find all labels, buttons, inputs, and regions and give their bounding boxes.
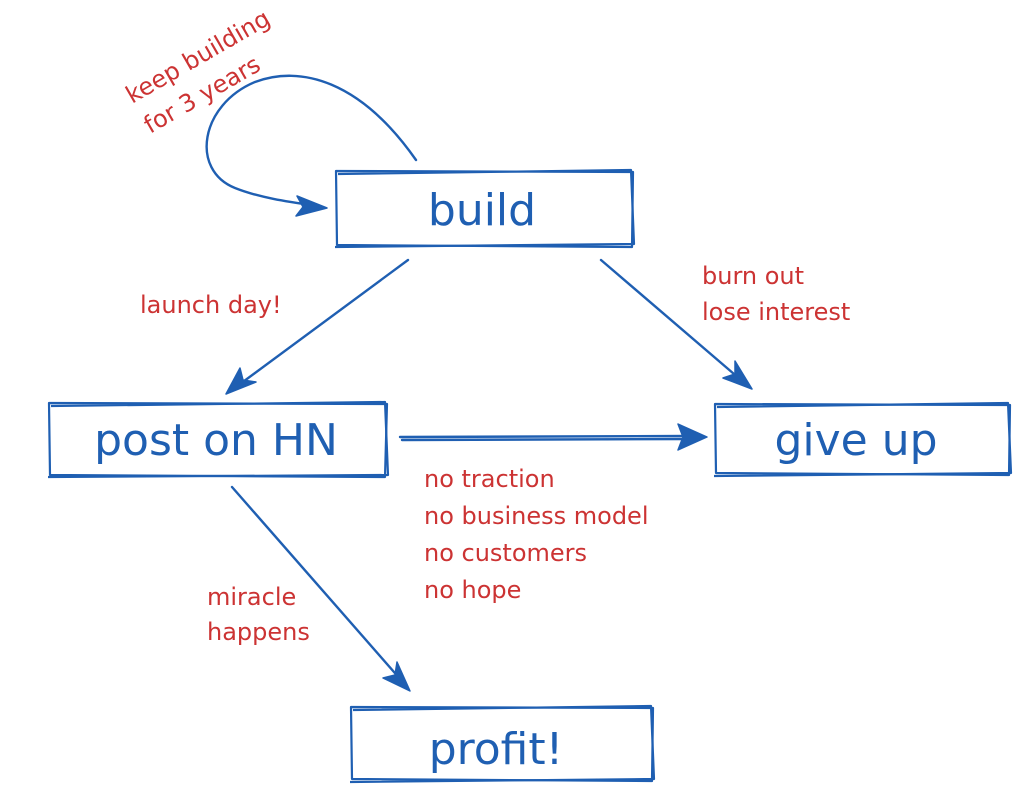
edge-build-to-post-arrowhead xyxy=(225,367,257,395)
annotation-launch-day-line-1: launch day! xyxy=(140,291,282,319)
annotation-keep-building: keep building for 3 years xyxy=(121,4,275,139)
annotation-miracle-line-1: miracle xyxy=(207,583,296,611)
edge-post-to-profit-arrowhead xyxy=(382,661,411,692)
edge-post-to-give-up-line xyxy=(398,434,692,439)
node-post-on-hn-label: post on HN xyxy=(94,415,338,466)
node-build-label: build xyxy=(428,185,536,236)
edge-loop-line xyxy=(205,74,418,208)
annotation-no-traction-line-1: no traction xyxy=(424,465,555,493)
annotation-no-traction-line-3: no customers xyxy=(424,539,587,567)
node-give-up: give up xyxy=(713,401,1013,478)
annotation-burn-out: burn out lose interest xyxy=(702,262,850,326)
edge-build-to-give-up-arrowhead xyxy=(722,360,753,390)
edge-build-to-post-line xyxy=(234,258,410,389)
edge-loop xyxy=(205,74,418,217)
edge-post-to-profit xyxy=(230,485,411,692)
node-build: build xyxy=(334,168,636,249)
edge-build-to-give-up-line xyxy=(599,258,743,382)
annotation-no-traction: no traction no business model no custome… xyxy=(424,465,648,604)
annotation-miracle-line-2: happens xyxy=(207,618,310,646)
annotation-burn-out-line-1: burn out xyxy=(702,262,804,290)
annotation-no-traction-line-4: no hope xyxy=(424,576,521,604)
annotation-miracle: miracle happens xyxy=(207,583,310,646)
annotation-no-traction-line-2: no business model xyxy=(424,502,648,530)
edge-post-to-give-up xyxy=(398,423,708,451)
node-profit: profit! xyxy=(349,704,656,784)
edge-post-to-profit-line xyxy=(230,485,403,682)
edge-build-to-post xyxy=(225,258,410,395)
node-give-up-label: give up xyxy=(774,415,937,466)
node-post-on-hn: post on HN xyxy=(47,400,390,479)
node-profit-label: profit! xyxy=(429,724,564,775)
edge-post-to-give-up-arrowhead xyxy=(677,423,708,451)
annotation-launch-day: launch day! xyxy=(140,291,282,319)
edge-loop-arrowhead xyxy=(295,195,328,217)
edge-build-to-give-up xyxy=(599,258,753,390)
annotation-burn-out-line-2: lose interest xyxy=(702,298,850,326)
